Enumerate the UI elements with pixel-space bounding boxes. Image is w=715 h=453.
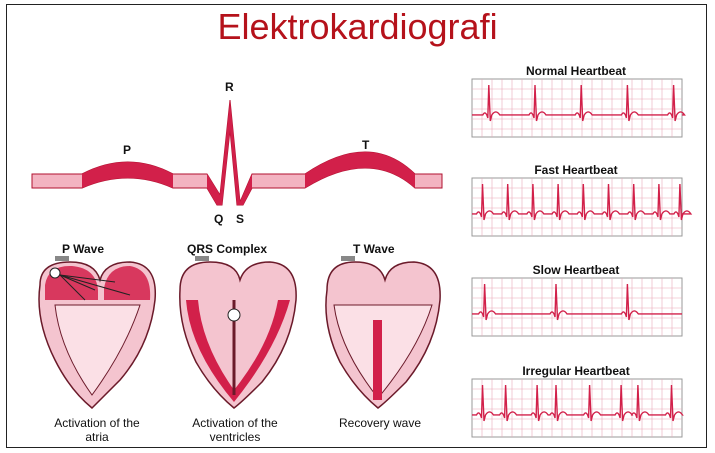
strip-frame: [472, 278, 682, 336]
rhythm-strip-slow: [472, 278, 682, 336]
strip-frame: [472, 178, 682, 236]
rhythm-strip-fast: [472, 178, 691, 236]
strip-frame: [472, 379, 682, 437]
strip-frame: [472, 79, 682, 137]
rhythm-strip-normal: [472, 79, 685, 137]
rhythm-strip-irregular: [472, 379, 683, 437]
